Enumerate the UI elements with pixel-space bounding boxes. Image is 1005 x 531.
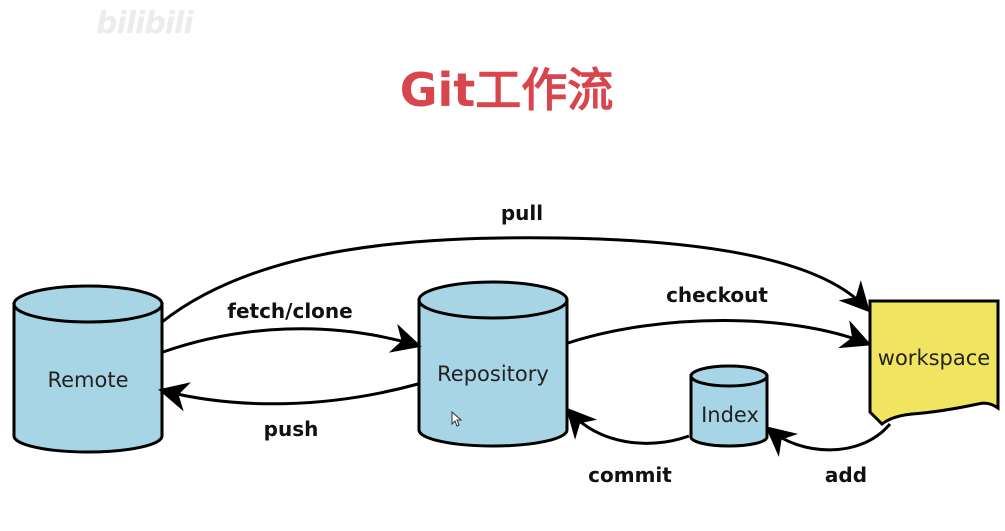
remote-node: Remote (12, 284, 164, 454)
workspace-document-shape (868, 299, 1000, 427)
remote-cylinder-top (12, 284, 164, 324)
commit-label: commit (588, 463, 672, 487)
workspace-label: workspace (878, 346, 990, 370)
remote-cylinder-body (12, 302, 164, 454)
push-arrow (158, 382, 419, 412)
repository-cylinder-top (417, 280, 569, 320)
index-label: Index (701, 403, 759, 427)
remote-label: Remote (47, 368, 128, 392)
pull-label: pull (501, 201, 543, 225)
fetch-clone-arrow (162, 323, 422, 354)
add-arrow (765, 423, 892, 457)
add-label: add (825, 463, 867, 487)
repository-label: Repository (437, 362, 549, 386)
slide-title: Git工作流 (399, 63, 614, 117)
repository-cylinder-body (417, 298, 569, 448)
fetch-clone-label: fetch/clone (227, 299, 352, 323)
index-cylinder-top (689, 364, 769, 388)
workspace-node: workspace (868, 299, 1000, 427)
push-label: push (264, 417, 319, 441)
checkout-label: checkout (666, 283, 768, 307)
checkout-arrow (567, 319, 872, 349)
bilibili-watermark: bilibili (96, 6, 194, 41)
commit-arrow (565, 407, 690, 445)
mouse-cursor-icon (451, 410, 463, 427)
repository-node: Repository (417, 280, 569, 448)
pull-arrow (161, 236, 871, 324)
index-node: Index (689, 364, 769, 448)
